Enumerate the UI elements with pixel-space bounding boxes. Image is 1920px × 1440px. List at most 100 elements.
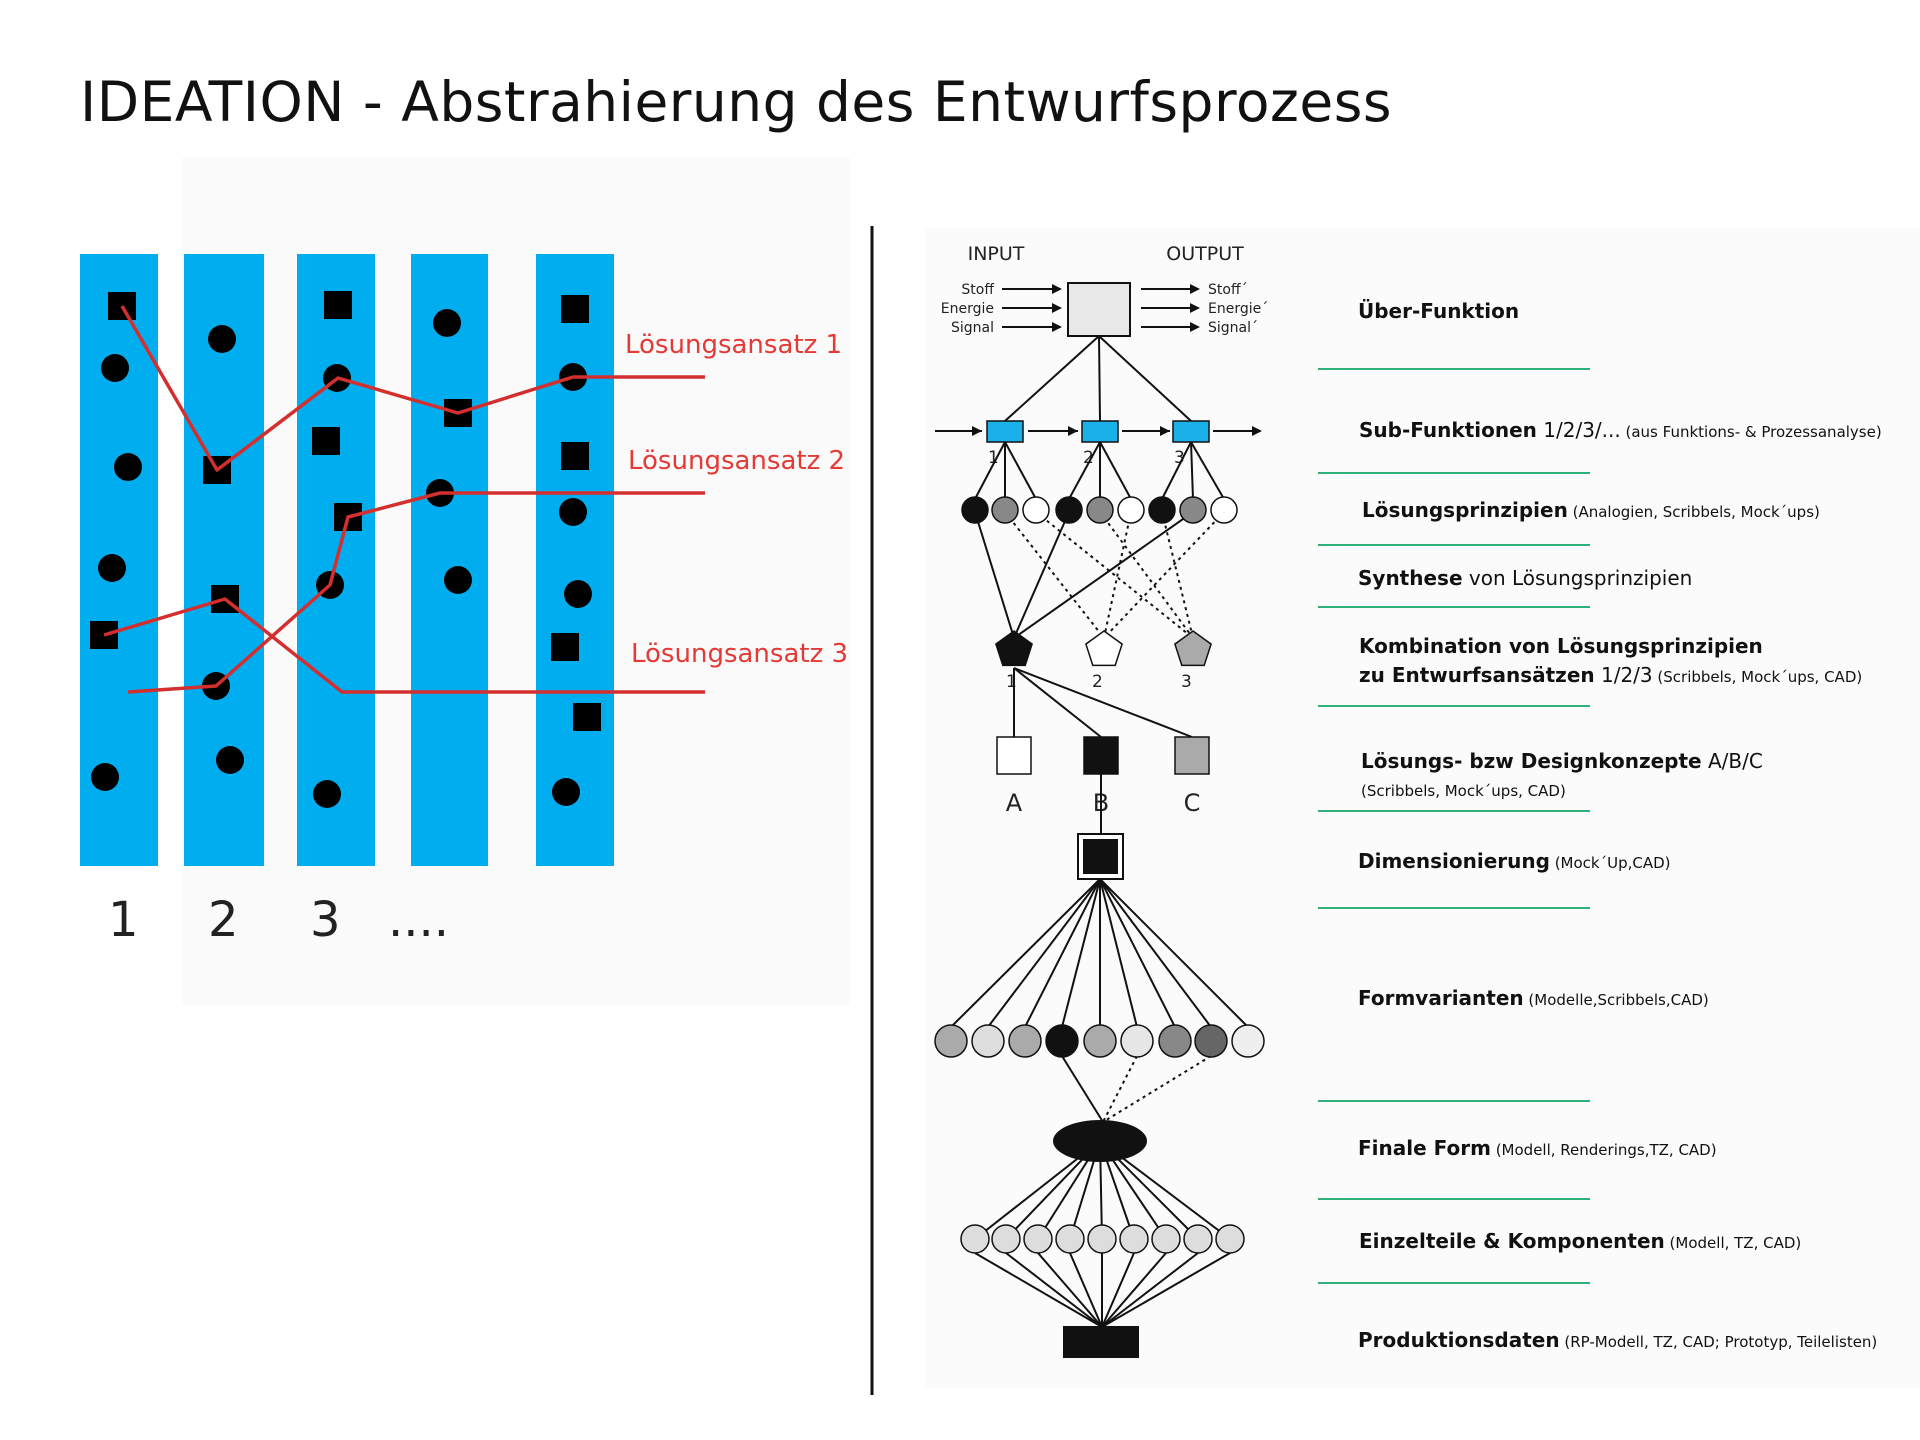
solution-columns bbox=[80, 254, 614, 866]
tree-connector bbox=[1035, 511, 1194, 639]
dot-element bbox=[98, 554, 126, 582]
tree-connector bbox=[1024, 878, 1101, 1028]
form-variant-circle bbox=[934, 1024, 968, 1058]
stage-small-text: (Scribbels, Mock´ups, CAD) bbox=[1653, 668, 1863, 686]
tree-connector bbox=[1099, 878, 1212, 1028]
output-label: OUTPUT bbox=[1166, 243, 1244, 265]
concept-box-1 bbox=[996, 736, 1032, 775]
sub-function-box-3 bbox=[1172, 420, 1210, 443]
arrow-head bbox=[1068, 426, 1078, 436]
tree-connector bbox=[1013, 667, 1102, 738]
tree-connector bbox=[1005, 1252, 1103, 1328]
approach-path-3 bbox=[127, 491, 705, 694]
stage-bold-text: Finale Form bbox=[1358, 1136, 1491, 1160]
tree-connector bbox=[1037, 1252, 1103, 1328]
tree-connector bbox=[1068, 441, 1101, 500]
stage-label-13: Produktionsdaten (RP-Modell, TZ, CAD; Pr… bbox=[1358, 1328, 1877, 1352]
stage-small-text: (Analogien, Scribbels, Mock´ups) bbox=[1568, 503, 1820, 521]
tree-connector bbox=[1061, 1055, 1104, 1123]
sub-number-1: 1 bbox=[988, 448, 999, 468]
square-element bbox=[312, 427, 340, 455]
tree-connector bbox=[1099, 511, 1194, 639]
stage-small-text: (Modelle,Scribbels,CAD) bbox=[1524, 991, 1709, 1009]
component-circle bbox=[1023, 1224, 1053, 1254]
component-circle bbox=[1119, 1224, 1149, 1254]
tree-connector bbox=[974, 511, 1015, 639]
component-circle bbox=[1087, 1224, 1117, 1254]
principle-circle bbox=[1055, 496, 1083, 524]
combination-pentagon-3 bbox=[1174, 630, 1212, 667]
arrow-head bbox=[1190, 322, 1200, 332]
sub-number-3: 3 bbox=[1174, 448, 1185, 468]
tree-connector bbox=[1013, 511, 1070, 639]
tree-connector bbox=[1101, 1252, 1135, 1328]
stage-bold-text: Einzelteile & Komponenten bbox=[1359, 1229, 1665, 1253]
tree-connector bbox=[1069, 1252, 1103, 1328]
column-number-4: .... bbox=[388, 892, 449, 948]
principle-circle bbox=[1148, 496, 1176, 524]
form-variant-circle bbox=[1194, 1024, 1228, 1058]
tree-connector bbox=[1161, 511, 1194, 639]
sub-number-2: 2 bbox=[1083, 448, 1094, 468]
stage-bold-text: Kombination von Lösungsprinzipien bbox=[1359, 634, 1763, 658]
stage-normal-text: 1/2/3 bbox=[1595, 663, 1653, 687]
combination-number-1: 1 bbox=[1006, 672, 1017, 692]
tree-connector bbox=[974, 1252, 1103, 1328]
stage-small-text: (Scribbels, Mock´ups, CAD) bbox=[1361, 782, 1566, 800]
tree-connector bbox=[1102, 1055, 1138, 1123]
input-label: INPUT bbox=[968, 243, 1025, 265]
concept-letter-3: C bbox=[1184, 789, 1201, 817]
solution-column-4 bbox=[411, 254, 488, 866]
stage-bold-text: Synthese bbox=[1358, 566, 1463, 590]
dot-element bbox=[91, 763, 119, 791]
dot-element bbox=[444, 566, 472, 594]
form-variant-circle bbox=[1231, 1024, 1265, 1058]
stage-label-1: Über-Funktion bbox=[1358, 299, 1519, 323]
tree-connector bbox=[950, 878, 1101, 1028]
component-circle bbox=[991, 1224, 1021, 1254]
approach-label-1: Lösungsansatz 1 bbox=[625, 330, 842, 360]
input-2: Energie bbox=[941, 301, 994, 317]
sub-function-box-2 bbox=[1081, 420, 1119, 443]
dot-element bbox=[552, 778, 580, 806]
approach-label-2: Lösungsansatz 2 bbox=[628, 446, 845, 476]
dot-element bbox=[216, 746, 244, 774]
dot-element bbox=[101, 354, 129, 382]
stage-label-8: (Scribbels, Mock´ups, CAD) bbox=[1361, 782, 1566, 800]
dot-element bbox=[433, 309, 461, 337]
stage-label-2: Sub-Funktionen 1/2/3/... (aus Funktions-… bbox=[1359, 418, 1882, 442]
tree-connector bbox=[1098, 335, 1192, 422]
stage-bold-text: Formvarianten bbox=[1358, 986, 1524, 1010]
form-variant-circle bbox=[971, 1024, 1005, 1058]
stage-bold-text: Lösungsprinzipien bbox=[1362, 498, 1568, 522]
principle-circle bbox=[1022, 496, 1050, 524]
stage-label-7: Lösungs- bzw Designkonzepte A/B/C bbox=[1361, 749, 1763, 773]
output-1: Stoff´ bbox=[1208, 282, 1248, 298]
output-2: Energie´ bbox=[1208, 301, 1268, 317]
stage-label-3: Lösungsprinzipien (Analogien, Scribbels,… bbox=[1362, 498, 1820, 522]
stage-label-9: Dimensionierung (Mock´Up,CAD) bbox=[1358, 849, 1671, 873]
stage-label-5: Kombination von Lösungsprinzipien bbox=[1359, 634, 1763, 658]
tree-connector bbox=[974, 441, 1006, 500]
form-variant-circle bbox=[1045, 1024, 1079, 1058]
dimension-box bbox=[1083, 839, 1118, 874]
square-element bbox=[561, 295, 589, 323]
stage-bold-text: Dimensionierung bbox=[1358, 849, 1550, 873]
principle-circle bbox=[1210, 496, 1238, 524]
concept-letter-1: A bbox=[1006, 789, 1023, 817]
stage-bold-text: Produktionsdaten bbox=[1358, 1328, 1560, 1352]
combination-number-3: 3 bbox=[1181, 672, 1192, 692]
square-element bbox=[561, 442, 589, 470]
tree-connector bbox=[1013, 667, 1193, 738]
stage-label-6: zu Entwurfsansätzen 1/2/3 (Scribbels, Mo… bbox=[1359, 663, 1862, 687]
component-circle bbox=[1215, 1224, 1245, 1254]
approach-path-1 bbox=[120, 305, 705, 472]
tree-connector bbox=[1004, 335, 1100, 422]
tree-connector bbox=[1004, 511, 1105, 639]
tree-connector bbox=[1099, 441, 1132, 500]
tree-connector bbox=[1103, 511, 1132, 639]
